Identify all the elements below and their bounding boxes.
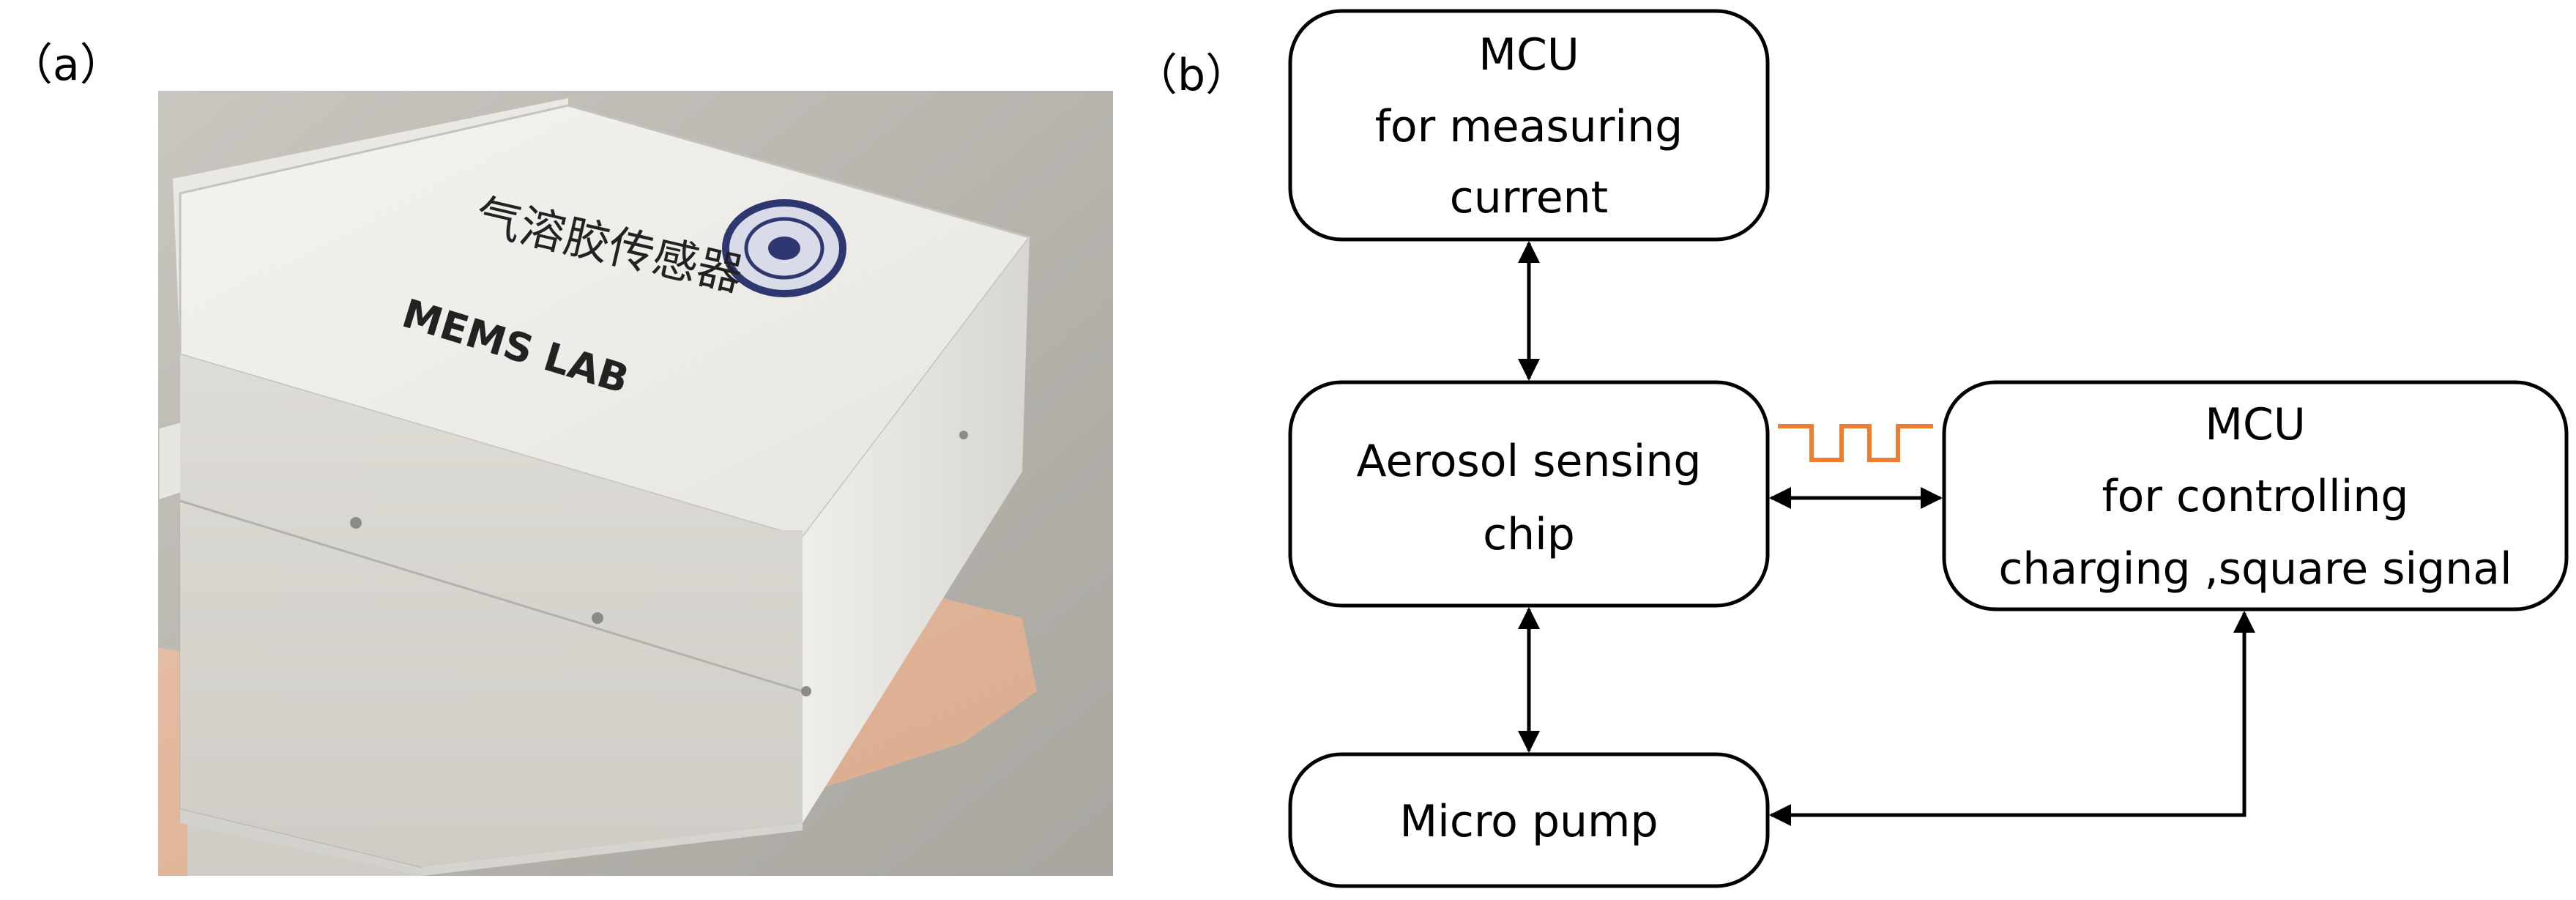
node-aerosol-sensing-chip: Aerosol sensing chip [1288, 380, 1770, 608]
node-label-line: for controlling [2102, 471, 2408, 522]
arrow-pump-control [1769, 611, 2255, 826]
panel-label-a: （a） [9, 40, 124, 91]
node-mcu-controlling: MCU for controlling charging ,square sig… [1942, 380, 2569, 611]
node-label-line: Micro pump [1399, 796, 1658, 847]
sensor-box-photo: 气溶胶传感器 MEMS LAB [158, 91, 1113, 876]
node-label-line: current [1450, 172, 1608, 223]
node-label-line: for measuring [1375, 101, 1683, 152]
node-mcu-measuring-current: MCU for measuring current [1288, 9, 1770, 242]
square-signal-icon [1778, 424, 1933, 462]
node-label-line: chip [1483, 509, 1575, 560]
panel-label-b: （b） [1133, 50, 1250, 101]
node-label-line: MCU [1478, 29, 1579, 81]
node-label-line: MCU [2205, 399, 2306, 450]
university-seal-icon [722, 199, 846, 297]
node-micro-pump: Micro pump [1288, 752, 1770, 888]
node-label-line: charging ,square signal [1998, 543, 2512, 595]
node-label-line: Aerosol sensing [1357, 436, 1702, 487]
